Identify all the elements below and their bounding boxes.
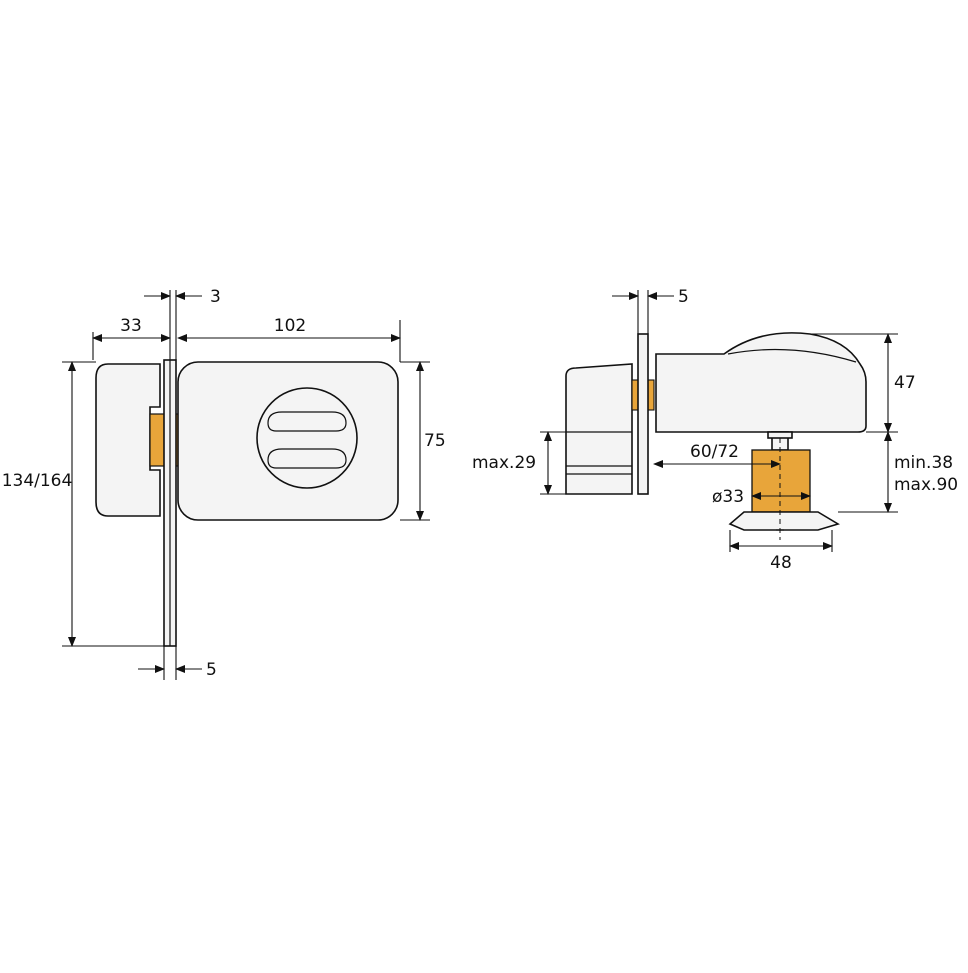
front-knob-slot-top <box>267 411 347 432</box>
side-rosette <box>728 511 840 531</box>
side-view: 5 47 max.29 60/72 ø33 min.38 max.90 48 <box>472 287 958 573</box>
dim-side-height: 47 <box>894 373 916 393</box>
side-knob-dome <box>727 348 857 363</box>
front-knob <box>256 387 358 489</box>
side-mounting-plate <box>637 333 649 495</box>
side-latch-body <box>565 363 633 495</box>
front-knob-slot-bottom <box>267 448 347 469</box>
dim-front-total-height: 134/164 <box>2 471 73 491</box>
front-view: 33 3 102 75 134/164 5 <box>2 287 446 680</box>
dim-side-door-max: max.90 <box>894 475 958 495</box>
dim-side-plate-thickness: 5 <box>678 287 689 307</box>
dim-side-door-min: min.38 <box>894 453 953 473</box>
front-latch-body <box>95 363 161 517</box>
dim-front-gap: 3 <box>210 287 221 307</box>
dim-front-plate-thickness: 5 <box>206 660 217 680</box>
dim-side-cylinder-diameter: ø33 <box>712 487 744 507</box>
dim-front-body-width: 102 <box>274 316 306 336</box>
dim-front-latch-width: 33 <box>120 316 142 336</box>
side-cylinder <box>751 449 811 513</box>
dim-front-body-height: 75 <box>424 431 446 451</box>
dim-side-bolt-length: 60/72 <box>690 442 739 462</box>
dim-side-rosette-width: 48 <box>770 553 792 573</box>
side-lock-body <box>655 332 867 433</box>
dim-side-latch-height: max.29 <box>472 453 536 473</box>
